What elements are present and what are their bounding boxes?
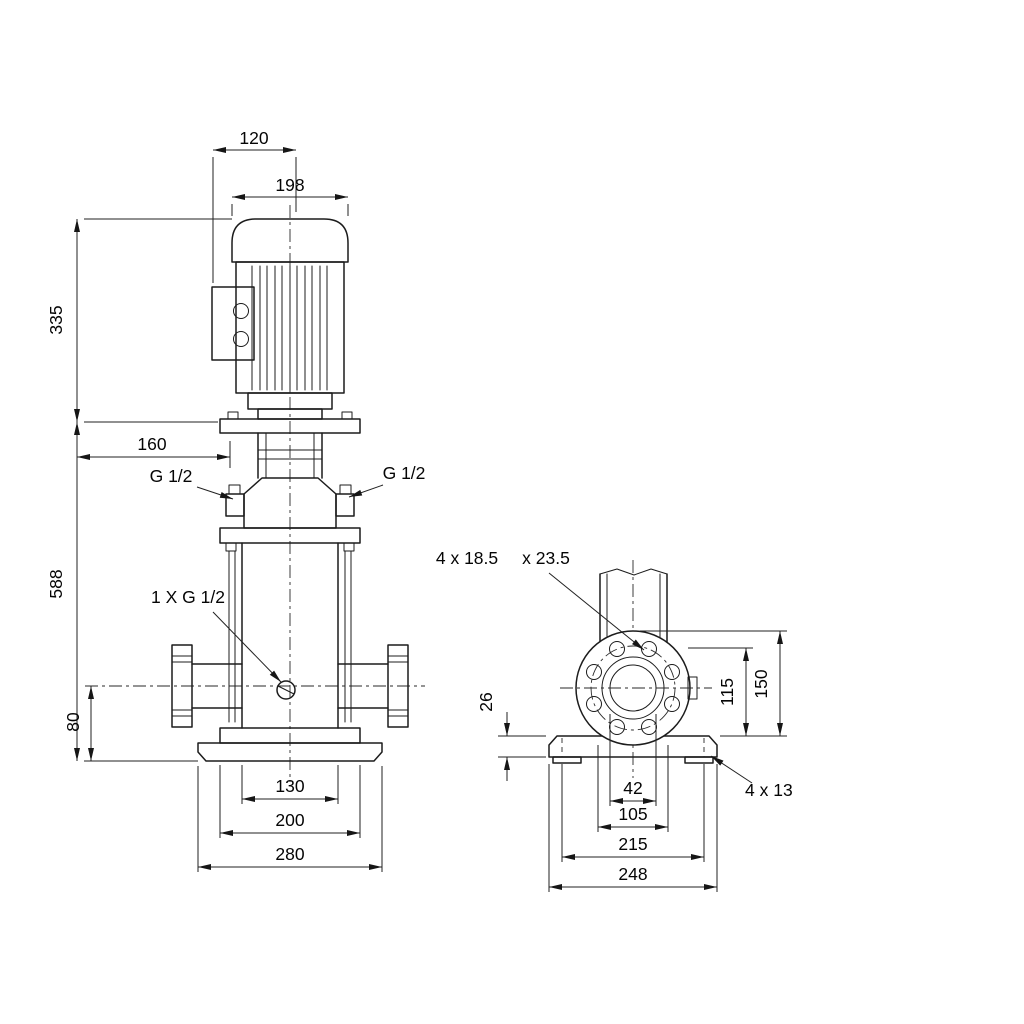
port-flange-left	[171, 644, 243, 728]
dim-label-80: 80	[63, 712, 83, 732]
dim-flange-height: 150	[640, 630, 787, 736]
dim-label-280: 280	[275, 844, 304, 864]
dim-bolt-circle: 105	[597, 745, 669, 832]
chamber-sleeve	[228, 542, 352, 729]
dim-base-thickness: 26	[476, 692, 546, 781]
dim-label-248: 248	[618, 864, 647, 884]
dim-base-width: 280	[197, 766, 383, 872]
dim-top-width: 120	[212, 128, 297, 283]
callout-vent-left: G 1/2	[150, 466, 234, 500]
dim-clearance: 160	[77, 434, 231, 468]
flange-holes-depth-label: x 23.5	[522, 548, 570, 568]
dim-label-198: 198	[275, 175, 304, 195]
coupling-lantern	[257, 432, 323, 479]
dim-inner-base-width: 130	[241, 765, 339, 804]
dim-label-26: 26	[476, 692, 496, 711]
dim-label-130: 130	[275, 776, 304, 796]
dim-hole-height: 115	[688, 647, 787, 737]
dim-label-588: 588	[46, 569, 66, 598]
dim-bolt-span: 200	[219, 765, 361, 838]
dim-label-42: 42	[623, 778, 642, 798]
dim-pump-height: 588	[46, 422, 198, 762]
front-view-dimensions: 120 198 335 588 160	[46, 128, 425, 872]
motor	[211, 218, 349, 420]
motor-stool-flange	[219, 411, 361, 434]
dim-label-215: 215	[618, 834, 647, 854]
dim-motor-height: 335	[46, 218, 232, 423]
side-view	[548, 560, 718, 778]
port-flange-right	[337, 644, 409, 728]
callout-drain: 1 X G 1/2	[151, 587, 282, 683]
dim-label-150: 150	[751, 669, 771, 698]
dim-label-200: 200	[275, 810, 304, 830]
vent-plug-left	[228, 484, 241, 495]
drain-plug	[276, 680, 296, 700]
vent-boss-right	[335, 493, 355, 517]
front-view	[85, 205, 425, 782]
dim-label-120: 120	[239, 128, 268, 148]
callout-vent-right: G 1/2	[348, 463, 426, 498]
head-flange	[219, 527, 361, 544]
dim-label-115: 115	[717, 678, 737, 706]
terminal-box	[211, 286, 255, 361]
pump-base	[197, 727, 383, 762]
dim-port-height: 80	[63, 686, 94, 761]
dim-label-335: 335	[46, 305, 66, 334]
dim-label-105: 105	[618, 804, 647, 824]
dim-base-hole-span: 215	[561, 764, 705, 862]
drain-label: 1 X G 1/2	[151, 587, 225, 607]
dim-label-160: 160	[137, 434, 166, 454]
vent-left-label: G 1/2	[150, 466, 193, 486]
callout-flange-holes: 4 x 18.5 x 23.5	[436, 548, 645, 651]
base-holes-label: 4 x 13	[745, 780, 793, 800]
dim-base-depth: 248	[548, 764, 718, 892]
dim-motor-width: 198	[231, 175, 349, 216]
flange-holes-label: 4 x 18.5	[436, 548, 498, 568]
callout-base-holes: 4 x 13	[710, 755, 793, 800]
vent-plug-right	[339, 484, 352, 495]
motor-fins	[251, 265, 328, 391]
vent-right-label: G 1/2	[383, 463, 426, 483]
pump-head	[219, 477, 361, 552]
side-view-dimensions: 4 x 18.5 x 23.5 26 115 150	[436, 548, 793, 892]
dim-bore: 42	[609, 714, 657, 806]
